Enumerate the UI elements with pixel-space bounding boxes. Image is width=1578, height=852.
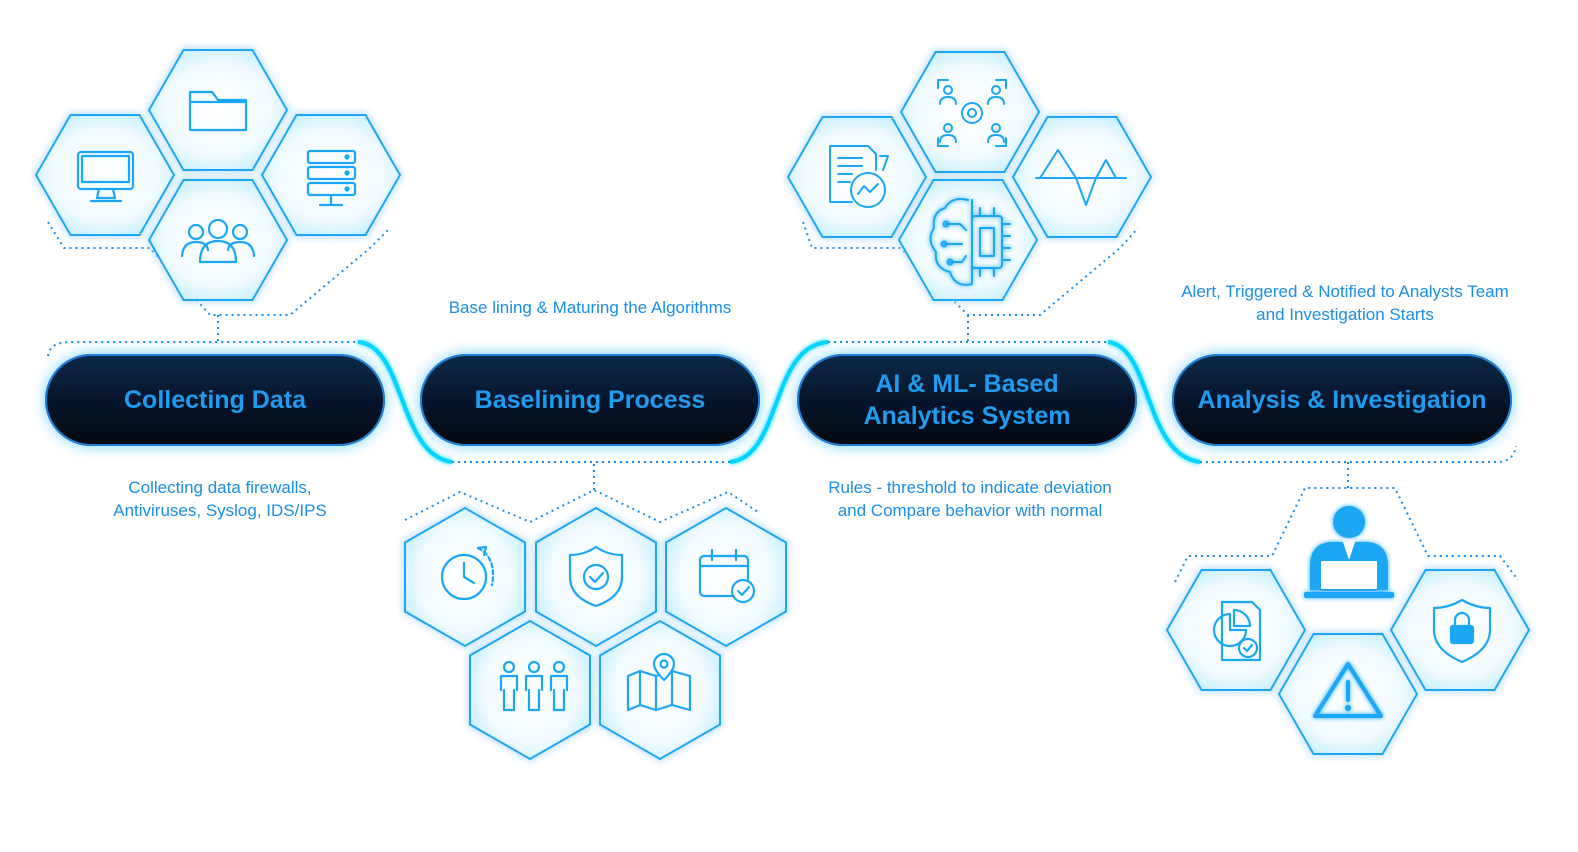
step-title: AI & ML- Based Analytics System — [863, 370, 1071, 430]
hex-tile-ai-brain — [897, 179, 1039, 301]
step-caption-ai-ml: Rules - threshold to indicate deviation … — [828, 478, 1112, 520]
hex-tile-network — [899, 51, 1041, 173]
step-caption-baselining: Base lining & Maturing the Algorithms — [448, 298, 732, 317]
hex-tile-calendar — [665, 506, 787, 648]
step-caption-collecting-data: Collecting data firewalls, Antiviruses, … — [113, 478, 327, 520]
lock-shield-icon — [1432, 598, 1492, 664]
step-pill-analysis-investigation: Analysis & Investigation — [1172, 354, 1512, 446]
folder-icon — [188, 90, 248, 132]
hex-tile-computer — [34, 114, 176, 236]
step-pill-ai-ml-analytics: AI & ML- Based Analytics System — [797, 354, 1137, 446]
step-caption-analysis: Alert, Triggered & Notified to Analysts … — [1181, 282, 1509, 324]
report-chart-icon — [829, 145, 889, 208]
shield-check-icon — [568, 545, 624, 608]
step-pill-baselining-process: Baselining Process — [420, 354, 760, 446]
calendar-check-icon — [698, 548, 756, 604]
hex-tile-folder — [147, 49, 289, 171]
hex-tile-map — [599, 619, 721, 761]
step-title: Collecting Data — [124, 386, 306, 414]
waveform-icon — [1035, 149, 1127, 206]
step-title: Analysis & Investigation — [1197, 386, 1487, 414]
pie-report-icon — [1212, 600, 1262, 662]
computer-icon — [76, 150, 135, 203]
step-title: Baselining Process — [474, 386, 706, 414]
server-icon — [306, 149, 357, 207]
hex-tile-shield — [535, 506, 657, 648]
curve-connectors — [357, 340, 1201, 464]
ai-brain-chip-icon — [929, 198, 1011, 286]
network-gear-icon — [937, 79, 1007, 147]
warning-icon — [1313, 662, 1383, 718]
analyst-laptop-icon — [1304, 506, 1394, 598]
map-pin-icon — [626, 652, 692, 712]
team-icon — [180, 218, 256, 264]
people-icon — [499, 660, 569, 712]
hex-tile-server — [260, 114, 402, 236]
step-pill-collecting-data: Collecting Data — [45, 354, 385, 446]
clock-refresh-icon — [440, 545, 495, 601]
dotted-connectors — [47, 221, 1519, 583]
